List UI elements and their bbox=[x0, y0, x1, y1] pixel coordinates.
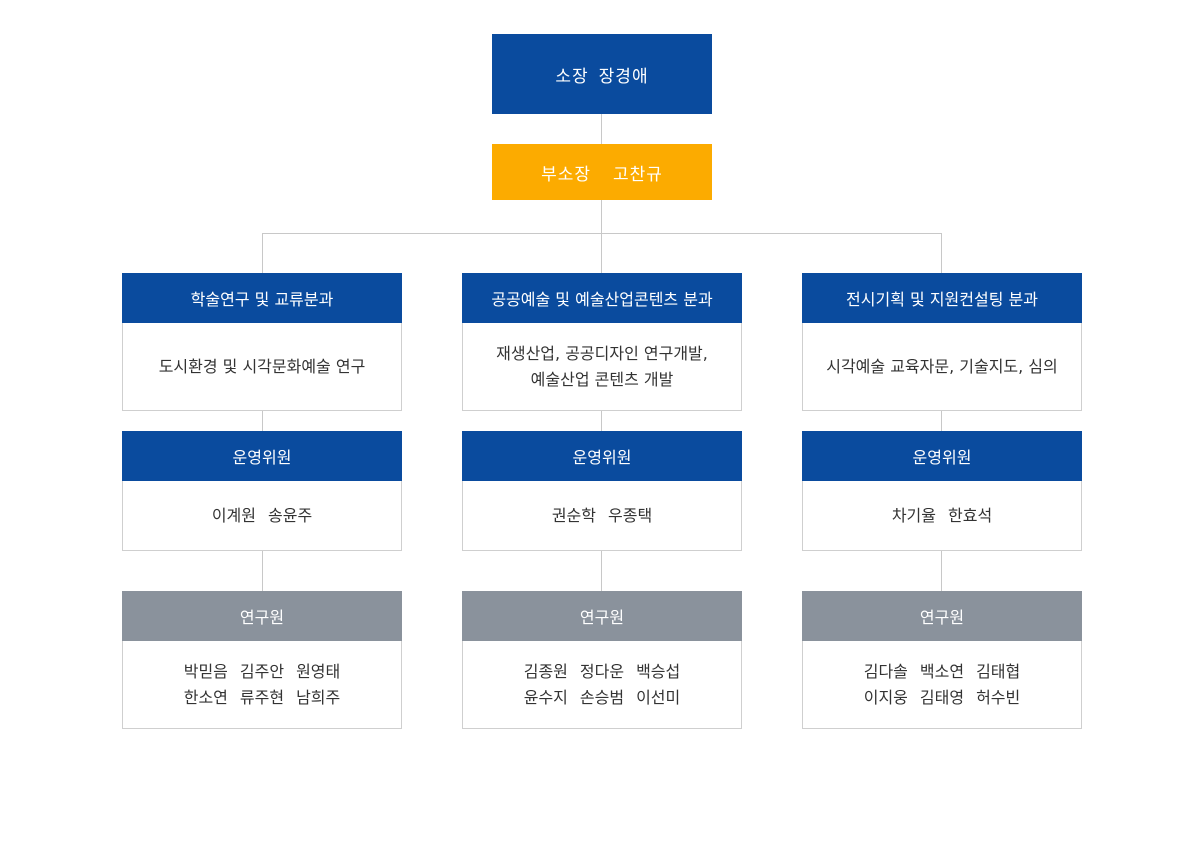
description-line: 재생산업, 공공디자인 연구개발, bbox=[496, 343, 708, 363]
researcher-row: 김종원 정다운 백승섭 bbox=[524, 659, 681, 685]
member-name: 권순학 bbox=[551, 505, 596, 525]
member-name: 차기율 bbox=[891, 505, 936, 525]
division-title: 공공예술 및 예술산업콘텐츠 분과 bbox=[462, 273, 742, 323]
connector-col2-division-committee bbox=[601, 411, 602, 431]
director-name: 장경애 bbox=[598, 66, 649, 87]
connector-col3-committee-researchers bbox=[941, 551, 942, 591]
division-description: 도시환경 및 시각문화예술 연구 bbox=[122, 323, 402, 411]
researcher-name: 윤수지 bbox=[523, 687, 568, 707]
researchers-box: 연구원 박믿음 김주안 원영태 한소연 류주현 남희주 bbox=[122, 591, 402, 729]
committee-label: 운영위원 bbox=[802, 431, 1082, 481]
connector-col2-committee-researchers bbox=[601, 551, 602, 591]
director-title: 소장 bbox=[555, 66, 589, 87]
division-box: 학술연구 및 교류분과 도시환경 및 시각문화예술 연구 bbox=[122, 273, 402, 411]
researcher-row: 이지웅 김태영 허수빈 bbox=[864, 685, 1021, 711]
researcher-name: 박믿음 bbox=[183, 661, 228, 681]
researchers-label: 연구원 bbox=[462, 591, 742, 641]
division-description: 시각예술 교육자문, 기술지도, 심의 bbox=[802, 323, 1082, 411]
connector-col1-division-committee bbox=[262, 411, 263, 431]
deputy-name: 고찬규 bbox=[613, 164, 663, 185]
division-box: 전시기획 및 지원컨설팅 분과 시각예술 교육자문, 기술지도, 심의 bbox=[802, 273, 1082, 411]
connector-director-deputy bbox=[601, 114, 602, 144]
committee-box: 운영위원 권순학 우종택 bbox=[462, 431, 742, 551]
description-line: 도시환경 및 시각문화예술 연구 bbox=[158, 356, 366, 376]
researchers-box: 연구원 김종원 정다운 백승섭 윤수지 손승범 이선미 bbox=[462, 591, 742, 729]
division-title: 학술연구 및 교류분과 bbox=[122, 273, 402, 323]
director-box: 소장 장경애 bbox=[492, 34, 712, 114]
researcher-row: 박믿음 김주안 원영태 bbox=[184, 659, 341, 685]
member-name: 우종택 bbox=[608, 505, 653, 525]
committee-members: 권순학 우종택 bbox=[462, 481, 742, 551]
researcher-name: 김태협 bbox=[976, 661, 1021, 681]
researcher-name: 원영태 bbox=[296, 661, 341, 681]
description-line: 예술산업 콘텐츠 개발 bbox=[530, 369, 674, 389]
committee-label: 운영위원 bbox=[462, 431, 742, 481]
researchers-list: 박믿음 김주안 원영태 한소연 류주현 남희주 bbox=[122, 641, 402, 729]
committee-box: 운영위원 차기율 한효석 bbox=[802, 431, 1082, 551]
researcher-name: 류주현 bbox=[239, 687, 285, 707]
committee-members: 차기율 한효석 bbox=[802, 481, 1082, 551]
researchers-box: 연구원 김다솔 백소연 김태협 이지웅 김태영 허수빈 bbox=[802, 591, 1082, 729]
researcher-row: 김다솔 백소연 김태협 bbox=[864, 659, 1021, 685]
researcher-name: 정다운 bbox=[579, 661, 625, 681]
researcher-name: 김다솔 bbox=[863, 661, 908, 681]
researcher-name: 김종원 bbox=[523, 661, 568, 681]
connector-col2-drop bbox=[601, 233, 602, 273]
researcher-name: 이선미 bbox=[636, 687, 681, 707]
researcher-name: 허수빈 bbox=[976, 687, 1021, 707]
researcher-name: 남희주 bbox=[296, 687, 341, 707]
division-box: 공공예술 및 예술산업콘텐츠 분과 재생산업, 공공디자인 연구개발, 예술산업… bbox=[462, 273, 742, 411]
division-title: 전시기획 및 지원컨설팅 분과 bbox=[802, 273, 1082, 323]
connector-horizontal bbox=[262, 233, 942, 234]
deputy-title: 부소장 bbox=[541, 164, 591, 185]
deputy-box: 부소장 고찬규 bbox=[492, 144, 712, 200]
description-line: 시각예술 교육자문, 기술지도, 심의 bbox=[826, 356, 1058, 376]
member-name: 송윤주 bbox=[268, 505, 313, 525]
researcher-name: 백승섭 bbox=[636, 661, 681, 681]
researcher-row: 한소연 류주현 남희주 bbox=[184, 685, 341, 711]
researchers-list: 김다솔 백소연 김태협 이지웅 김태영 허수빈 bbox=[802, 641, 1082, 729]
researcher-name: 김태영 bbox=[919, 687, 965, 707]
member-name: 이계원 bbox=[211, 505, 256, 525]
member-name: 한효석 bbox=[948, 505, 993, 525]
committee-box: 운영위원 이계원 송윤주 bbox=[122, 431, 402, 551]
researchers-label: 연구원 bbox=[122, 591, 402, 641]
connector-col1-drop bbox=[262, 233, 263, 273]
researcher-name: 백소연 bbox=[919, 661, 965, 681]
connector-col3-drop bbox=[941, 233, 942, 273]
researchers-list: 김종원 정다운 백승섭 윤수지 손승범 이선미 bbox=[462, 641, 742, 729]
researcher-name: 손승범 bbox=[579, 687, 625, 707]
committee-members: 이계원 송윤주 bbox=[122, 481, 402, 551]
division-description: 재생산업, 공공디자인 연구개발, 예술산업 콘텐츠 개발 bbox=[462, 323, 742, 411]
committee-label: 운영위원 bbox=[122, 431, 402, 481]
connector-col3-division-committee bbox=[941, 411, 942, 431]
researcher-row: 윤수지 손승범 이선미 bbox=[524, 685, 681, 711]
connector-deputy-branch bbox=[601, 200, 602, 233]
connector-col1-committee-researchers bbox=[262, 551, 263, 591]
researcher-name: 김주안 bbox=[239, 661, 285, 681]
researcher-name: 이지웅 bbox=[863, 687, 908, 707]
researchers-label: 연구원 bbox=[802, 591, 1082, 641]
researcher-name: 한소연 bbox=[183, 687, 228, 707]
